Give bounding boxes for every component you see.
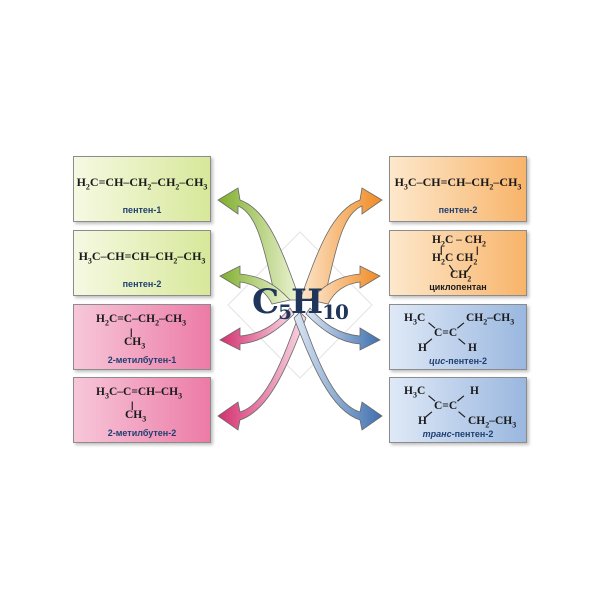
ring-bottom: CH2	[450, 269, 472, 284]
compound-name: пентен-1	[122, 205, 162, 215]
substituent-bottom-left: H	[418, 415, 427, 427]
bond-bottom-right: |	[456, 409, 466, 419]
card-cis-pentene-2: H3C CH2–CH3 | | C=C | | H H цис-пентен-2	[389, 304, 527, 370]
arrow-right-2	[309, 265, 381, 305]
arrow-right-1	[299, 187, 383, 301]
card-trans-pentene-2: H3C H | | C=C | | H CH2–CH3 транс-пентен…	[389, 377, 527, 443]
compound-name: циклопентан	[429, 282, 487, 292]
structural-formula: H3C–CH=CH–CH2–CH3	[394, 175, 522, 192]
single-bond: |	[131, 400, 134, 410]
ring-middle: H2C CH2	[432, 252, 478, 267]
substituent-bottom-right: CH2–CH3	[468, 415, 517, 430]
substituent-bottom-right: H	[468, 342, 477, 354]
structural-formula: H3C–C=CH–CH3	[96, 386, 183, 401]
structural-formula: H2C=C–CH2–CH3	[96, 313, 187, 328]
substituent-bottom-left: H	[418, 342, 427, 354]
substituent-top-left: H3C	[404, 312, 426, 327]
arrow-left-1	[217, 187, 301, 301]
arrow-left-2	[219, 265, 291, 305]
bond-top-right: |	[456, 320, 466, 330]
compound-name: транс-пентен-2	[422, 429, 494, 439]
center-formula: C5H10	[252, 282, 349, 324]
double-bond-core: C=C	[434, 327, 458, 339]
card-cyclopentane: H2C – CH2 | | H2C CH2 | | CH2 циклопента…	[389, 230, 527, 296]
structural-formula: H2C=CH–CH2–CH2–CH3	[76, 175, 208, 192]
card-2-methylbutene-1: H2C=C–CH2–CH3 | CH3 2-метилбутен-1	[73, 304, 211, 370]
methyl-branch: CH3	[125, 409, 147, 424]
compound-name: пентен-2	[122, 279, 162, 289]
ring-top: H2C – CH2	[432, 234, 487, 249]
substituent-top-right: H	[470, 385, 479, 397]
bond-top-right: |	[456, 393, 466, 403]
card-2-methylbutene-2: H3C–C=CH–CH3 | CH3 2-метилбутен-2	[73, 377, 211, 443]
arrow-left-3	[219, 307, 295, 351]
card-pentene-2-right: H3C–CH=CH–CH2–CH3 пентен-2	[389, 156, 527, 222]
substituent-top-left: H3C	[404, 385, 426, 400]
bond-bottom-right: |	[456, 336, 466, 346]
ring-bond-left: |	[440, 245, 443, 255]
ring-bond-right: |	[476, 245, 479, 255]
arrow-right-3	[305, 307, 381, 351]
substituent-top-right: CH2–CH3	[466, 312, 515, 327]
compound-name: цис-пентен-2	[428, 356, 488, 366]
card-pentene-1: H2C=CH–CH2–CH2–CH3 пентен-1	[73, 156, 211, 222]
methyl-branch: CH3	[124, 336, 146, 351]
compound-name: пентен-2	[438, 205, 478, 215]
compound-name: 2-метилбутен-2	[107, 428, 177, 438]
card-pentene-2-left: H3C–CH=CH–CH2–CH3 пентен-2	[73, 230, 211, 296]
single-bond: |	[130, 327, 133, 337]
structural-formula: H3C–CH=CH–CH2–CH3	[78, 249, 206, 266]
compound-name: 2-метилбутен-1	[107, 355, 177, 365]
arrow-right-4	[293, 311, 383, 431]
double-bond-core: C=C	[434, 400, 458, 412]
